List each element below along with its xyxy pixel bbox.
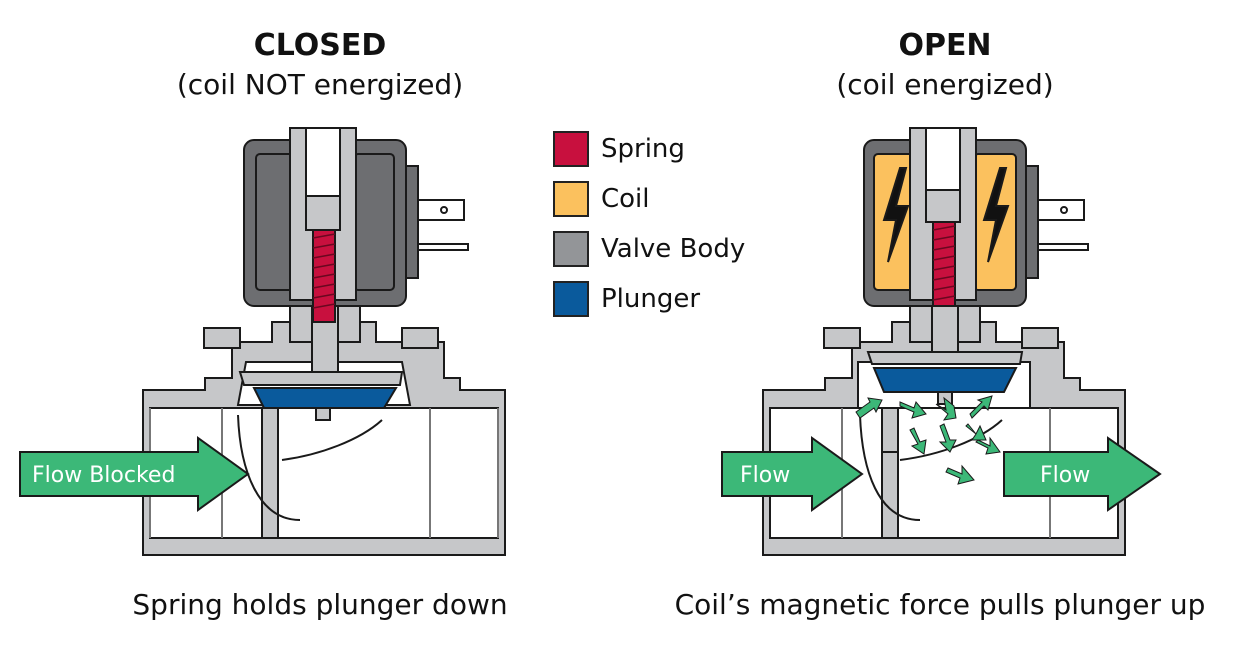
open-flow-in-label: Flow xyxy=(740,463,790,488)
closed-bolt-right xyxy=(401,327,439,349)
open-subtitle: (coil energized) xyxy=(836,68,1054,101)
closed-outlet-bore xyxy=(277,407,499,539)
open-spring xyxy=(932,221,956,307)
lightning-icon-right xyxy=(982,167,1010,263)
closed-terminal-bottom xyxy=(417,243,469,251)
open-plunger-disc xyxy=(866,351,1024,365)
closed-coil-right xyxy=(353,153,395,291)
legend-swatch-spring xyxy=(553,131,589,167)
legend-item-valve-body: Valve Body xyxy=(553,224,745,274)
closed-plunger-disc xyxy=(238,371,404,386)
closed-valve-wall xyxy=(261,407,279,539)
open-flow-in-arrow xyxy=(721,436,864,512)
legend-label: Spring xyxy=(601,134,685,164)
open-flow-out-label: Flow xyxy=(1040,463,1090,488)
open-bolt-left xyxy=(823,327,861,349)
open-valve-wall xyxy=(881,451,899,539)
legend-swatch-coil xyxy=(553,181,589,217)
open-plunger xyxy=(872,367,1018,393)
legend-swatch-plunger xyxy=(553,281,589,317)
legend-label: Plunger xyxy=(601,284,701,314)
lightning-icon-left xyxy=(882,167,910,263)
open-bolt-right xyxy=(1021,327,1059,349)
legend-swatch-valve-body xyxy=(553,231,589,267)
open-plunger-stem xyxy=(931,299,959,359)
closed-flow-arrow xyxy=(19,436,250,512)
open-small-flow-arrows xyxy=(855,395,1001,485)
legend-label: Valve Body xyxy=(601,234,746,264)
open-valve xyxy=(721,127,1162,556)
closed-plunger xyxy=(252,387,398,409)
open-caption: Coil’s magnetic force pulls plunger up xyxy=(674,588,1206,621)
closed-caption: Spring holds plunger down xyxy=(132,588,508,621)
closed-flow-label: Flow Blocked xyxy=(32,463,175,488)
legend-item-spring: Spring xyxy=(553,124,745,174)
closed-subtitle: (coil NOT energized) xyxy=(176,68,464,101)
open-title: OPEN xyxy=(898,28,992,63)
open-flow-out-arrow xyxy=(1003,436,1162,512)
legend-label: Coil xyxy=(601,184,650,214)
legend-item-coil: Coil xyxy=(553,174,745,224)
open-terminal-bottom xyxy=(1037,243,1089,251)
closed-title: CLOSED xyxy=(253,28,387,63)
legend: Spring Coil Valve Body Plunger xyxy=(553,124,745,324)
legend-item-plunger: Plunger xyxy=(553,274,745,324)
closed-bolt-left xyxy=(203,327,241,349)
closed-valve xyxy=(19,127,506,556)
